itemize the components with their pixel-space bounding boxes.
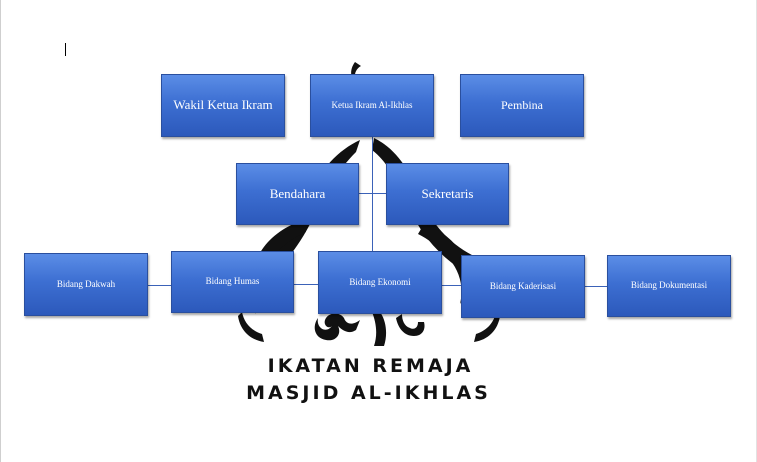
box-sekretaris-label: Sekretaris (421, 185, 474, 201)
box-bidang-dakwah-label: Bidang Dakwah (56, 278, 116, 289)
connector-ketua-vertical (372, 136, 373, 253)
box-pembina-label: Pembina (501, 97, 543, 112)
box-bidang-humas[interactable]: Bidang Humas (171, 251, 294, 313)
connector-kaderisasi-dokumentasi (585, 286, 607, 287)
logo-text-line1: IKATAN REMAJA (267, 355, 474, 377)
text-cursor (65, 43, 66, 56)
box-wakil-ketua-label: Wakil Ketua Ikram (173, 97, 273, 113)
box-bidang-ekonomi-label: Bidang Ekonomi (349, 276, 411, 287)
box-bidang-dokumentasi-label: Bidang Dokumentasi (630, 280, 708, 291)
box-bidang-kaderisasi[interactable]: Bidang Kaderisasi (461, 255, 585, 318)
connector-dakwah-humas (147, 285, 172, 286)
box-ketua-label: Ketua Ikram Al-Ikhlas (331, 99, 413, 110)
box-bendahara-label: Bendahara (269, 185, 326, 201)
box-pembina[interactable]: Pembina (460, 74, 584, 137)
connector-ekonomi-kaderisasi (441, 285, 461, 286)
connector-bendahara-sekretaris (358, 193, 387, 194)
box-bidang-ekonomi[interactable]: Bidang Ekonomi (318, 251, 442, 314)
box-ketua[interactable]: Ketua Ikram Al-Ikhlas (310, 74, 434, 137)
box-bidang-dakwah[interactable]: Bidang Dakwah (24, 253, 148, 316)
box-wakil-ketua[interactable]: Wakil Ketua Ikram (161, 74, 285, 137)
connector-humas-ekonomi (293, 284, 318, 285)
box-sekretaris[interactable]: Sekretaris (386, 163, 509, 225)
logo-text-line2: MASJID AL-IKHLAS (246, 382, 491, 404)
page-left-edge (0, 0, 1, 462)
box-bidang-dokumentasi[interactable]: Bidang Dokumentasi (607, 255, 731, 317)
box-bidang-kaderisasi-label: Bidang Kaderisasi (489, 280, 557, 291)
box-bidang-humas-label: Bidang Humas (205, 276, 260, 287)
box-bendahara[interactable]: Bendahara (236, 163, 359, 225)
